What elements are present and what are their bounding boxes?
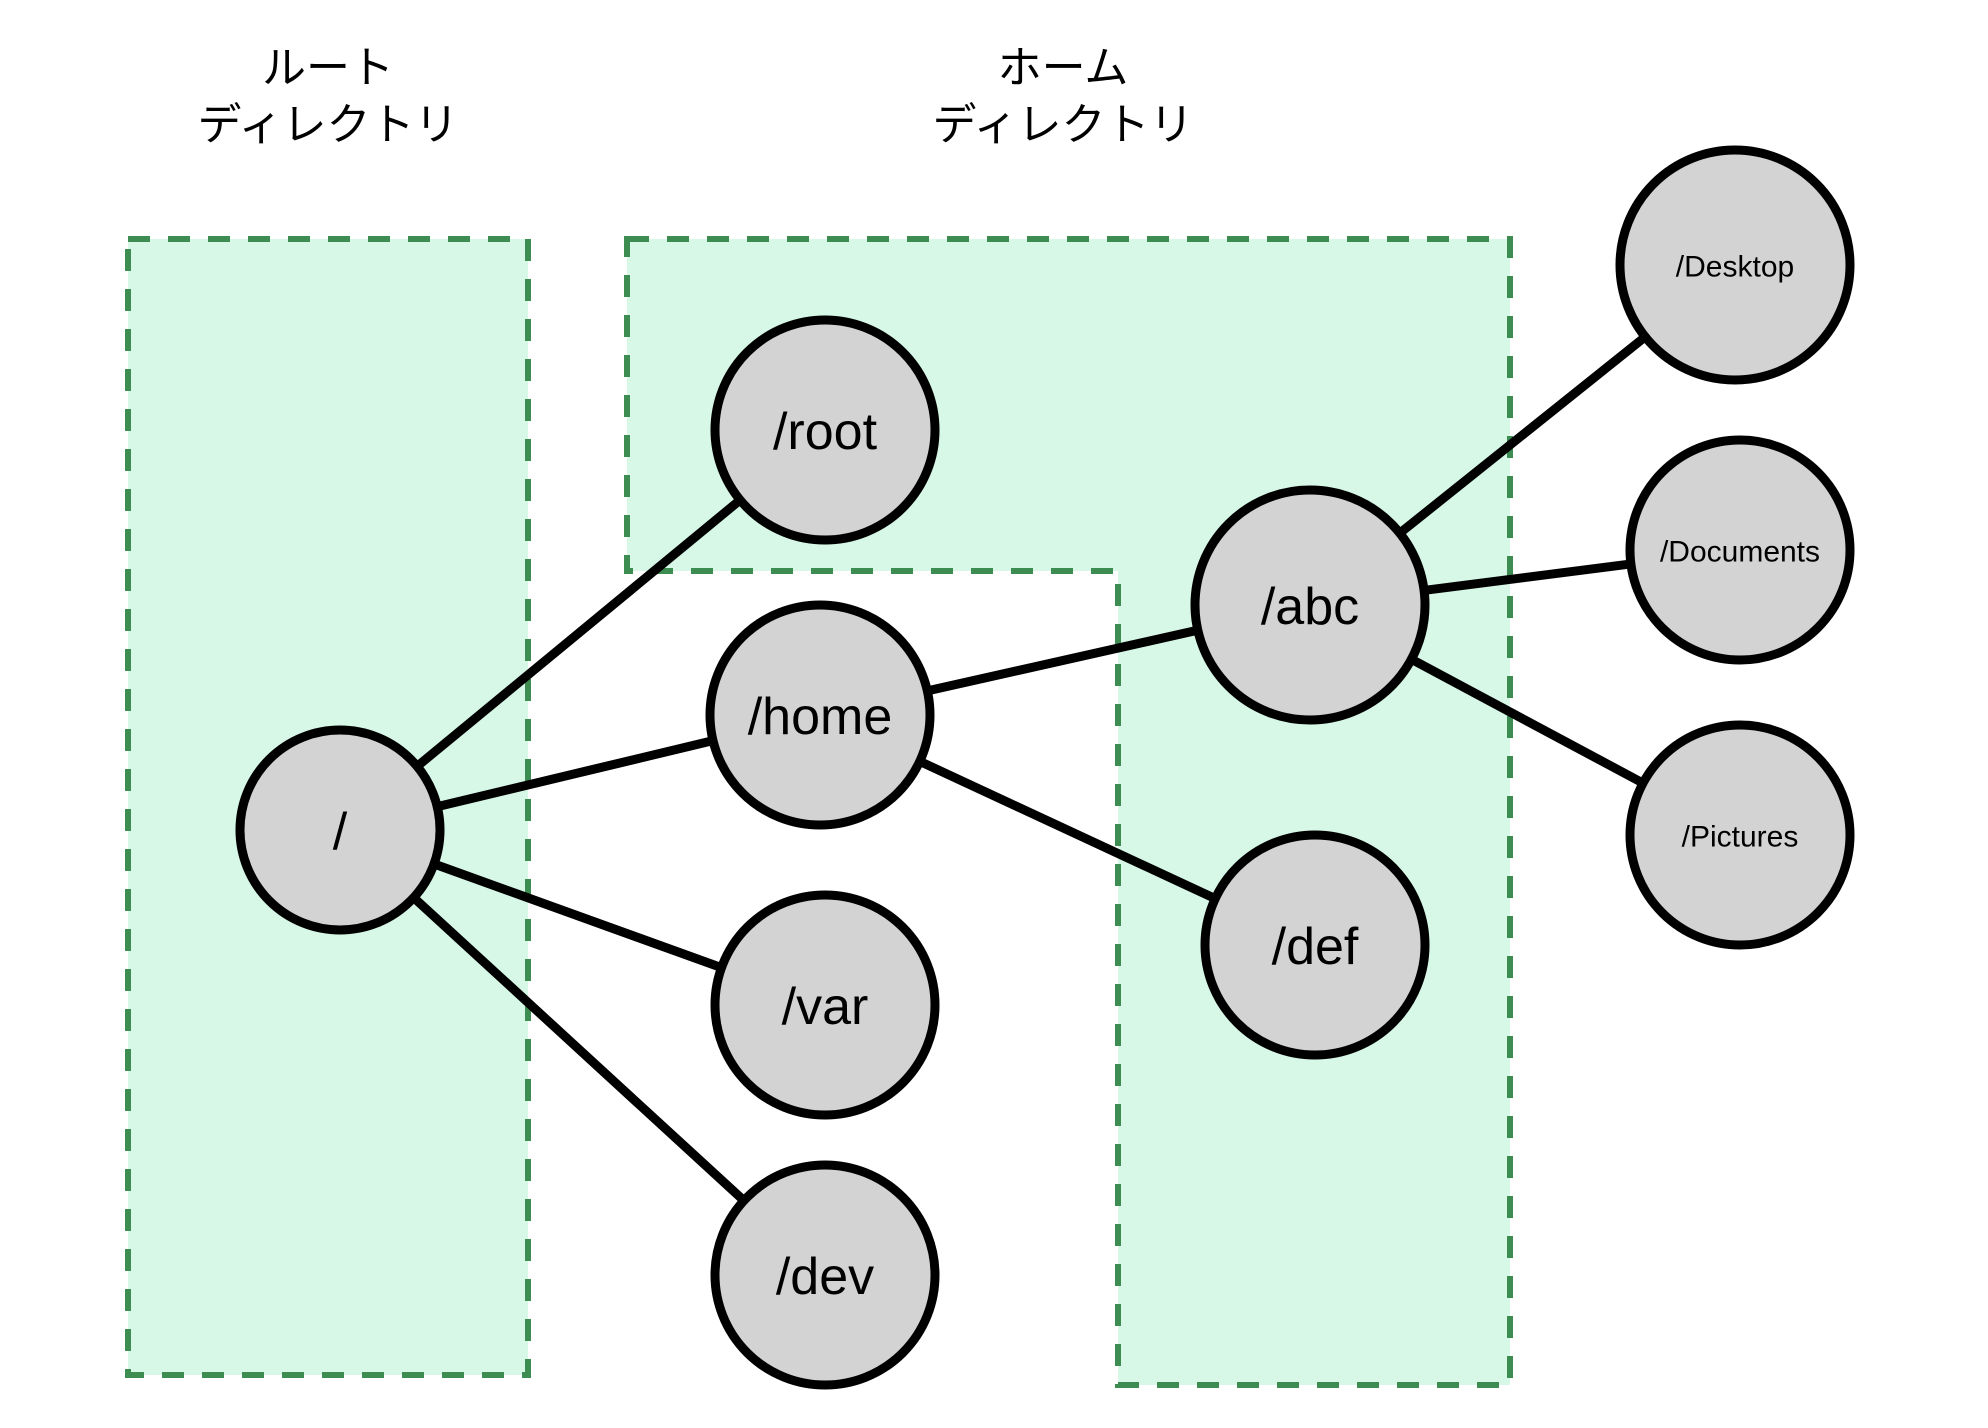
nodes-layer: / /root/home/var/dev/abc/def/Desktop/Docu…	[235, 145, 1855, 1390]
node-dev-circle[interactable]	[710, 1160, 940, 1390]
node-dev-label: /dev	[776, 1248, 874, 1306]
node-root[interactable]: /root	[710, 315, 940, 545]
node-pictures[interactable]: /Pictures	[1625, 720, 1855, 950]
node-abc-circle[interactable]	[1190, 485, 1430, 725]
node-documents-label: /Documents	[1660, 536, 1820, 569]
node-pictures-label: /Pictures	[1682, 821, 1799, 854]
node-pictures-circle[interactable]	[1625, 720, 1855, 950]
node-root-circle[interactable]	[710, 315, 940, 545]
node-var-label: /var	[782, 978, 869, 1036]
node-def-circle[interactable]	[1200, 830, 1430, 1060]
node-desktop-label: /Desktop	[1676, 251, 1794, 284]
node-def-label: /def	[1272, 918, 1359, 976]
node-var[interactable]: /var	[710, 890, 940, 1120]
home-directory-caption-line2: ディレクトリ	[933, 100, 1194, 151]
home-directory-caption-line1: ホーム	[998, 43, 1129, 94]
node-desktop-circle[interactable]	[1615, 145, 1855, 385]
node-documents-circle[interactable]	[1625, 435, 1855, 665]
node-root-label: /root	[773, 403, 878, 461]
node-def[interactable]: /def	[1200, 830, 1430, 1060]
node-root-slash-circle[interactable]	[235, 725, 445, 935]
node-var-circle[interactable]	[710, 890, 940, 1120]
node-root-slash-label: /	[333, 803, 348, 861]
node-root-slash[interactable]: /	[235, 725, 445, 935]
node-desktop[interactable]: /Desktop	[1615, 145, 1855, 385]
node-abc-label: /abc	[1261, 578, 1359, 636]
node-abc[interactable]: /abc	[1190, 485, 1430, 725]
node-home-circle[interactable]	[705, 600, 935, 830]
root-directory-caption-line2: ディレクトリ	[198, 100, 459, 151]
region-captions-layer: ルート ディレクトリ ホーム ディレクトリ	[198, 43, 1194, 151]
node-dev[interactable]: /dev	[710, 1160, 940, 1390]
node-home[interactable]: /home	[705, 600, 935, 830]
root-directory-caption-line1: ルート	[262, 43, 394, 94]
node-home-label: /home	[748, 688, 893, 746]
node-documents[interactable]: /Documents	[1625, 435, 1855, 665]
